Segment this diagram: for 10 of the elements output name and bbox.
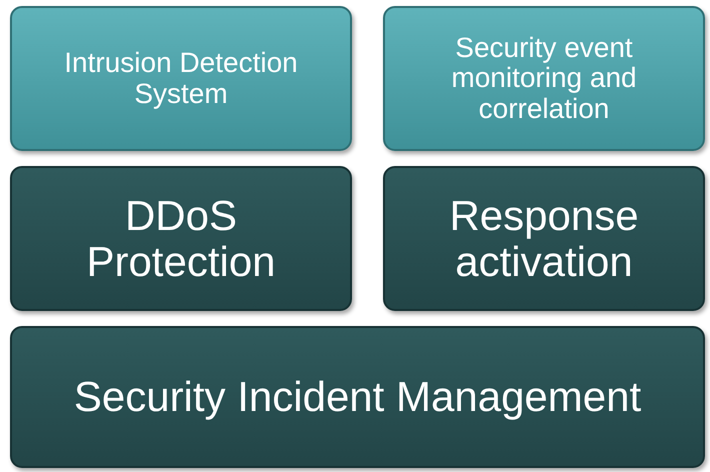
box-label: Security event monitoring and correlation bbox=[450, 33, 638, 124]
box-label: DDoS Protection bbox=[85, 193, 277, 284]
process-box bbox=[10, 326, 705, 468]
process-box bbox=[10, 6, 352, 151]
process-box bbox=[383, 6, 705, 151]
box-label: Intrusion Detection System bbox=[63, 48, 299, 109]
box-label: Response activation bbox=[448, 193, 640, 284]
process-box bbox=[10, 166, 352, 311]
box-label: Security Incident Management bbox=[74, 374, 642, 420]
process-box bbox=[383, 166, 705, 311]
